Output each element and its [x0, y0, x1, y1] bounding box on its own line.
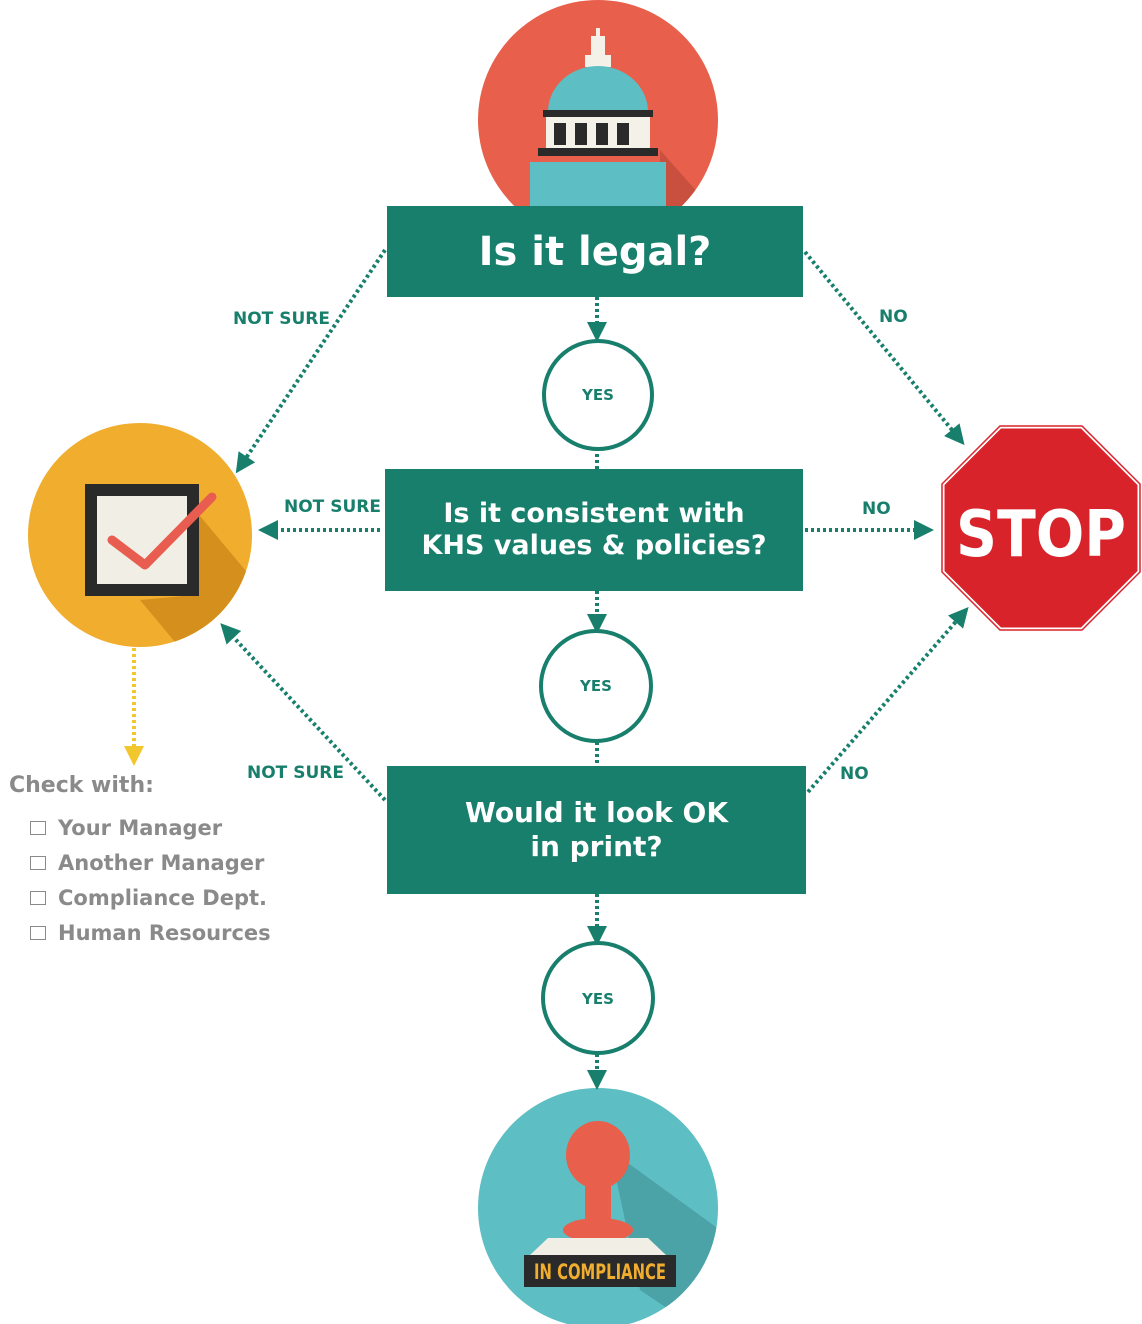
check-with-list: Your Manager Another Manager Compliance …	[30, 810, 271, 950]
check-with-title: Check with:	[9, 773, 154, 798]
check-with-item: Your Manager	[30, 810, 271, 845]
yes-label-3: YES	[582, 990, 614, 1008]
checkbox-empty-icon	[30, 855, 46, 870]
capitol-building-icon	[478, 0, 718, 240]
check-with-item: Human Resources	[30, 915, 271, 950]
no-label-1: NO	[879, 307, 908, 327]
check-with-item-label: Your Manager	[58, 815, 223, 840]
connector-lines	[220, 248, 969, 1090]
compliance-stamp-icon: IN COMPLIANCE	[478, 1088, 718, 1324]
question-print-box: Would it look OK in print?	[387, 766, 806, 894]
question-values-line1: Is it consistent with	[443, 497, 745, 529]
check-with-item-label: Human Resources	[58, 920, 271, 945]
not-sure-label-1: NOT SURE	[233, 309, 330, 329]
not-sure-label-3: NOT SURE	[247, 763, 344, 783]
question-legal-text: Is it legal?	[478, 228, 712, 275]
check-with-item-label: Compliance Dept.	[58, 885, 267, 910]
yes-label-1: YES	[582, 386, 614, 404]
stop-sign-icon: STOP	[939, 423, 1142, 633]
question-values-line2: KHS values & policies?	[421, 530, 767, 561]
checkbox-icon	[28, 423, 252, 647]
checkbox-empty-icon	[30, 890, 46, 905]
yes-label-2: YES	[580, 677, 612, 695]
question-legal-box: Is it legal?	[387, 206, 803, 297]
question-print-line1: Would it look OK	[464, 796, 729, 830]
stop-sign-text: STOP	[956, 498, 1126, 572]
check-with-item: Another Manager	[30, 845, 271, 880]
checkbox-empty-icon	[30, 820, 46, 835]
check-with-item: Compliance Dept.	[30, 880, 271, 915]
yes-circles	[539, 339, 655, 1055]
stamp-text: IN COMPLIANCE	[534, 1260, 666, 1284]
no-label-2: NO	[862, 499, 891, 519]
no-label-3: NO	[840, 764, 869, 784]
checkbox-empty-icon	[30, 925, 46, 940]
question-print-line2: in print?	[530, 830, 663, 863]
not-sure-label-2: NOT SURE	[284, 497, 381, 517]
question-values-box: Is it consistent with KHS values & polic…	[385, 469, 803, 591]
check-with-item-label: Another Manager	[58, 850, 265, 875]
